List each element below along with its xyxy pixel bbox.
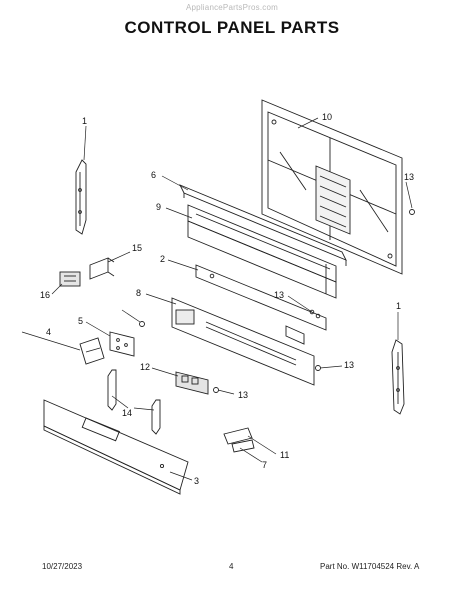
part-14-mounting-clip-1 [107,369,117,411]
part-13-screw-top [409,209,415,215]
part-1-side-bracket-left [75,159,87,235]
callout-13-mid: 13 [274,290,284,300]
part-1-side-bracket-right [391,339,405,415]
callout-13-top: 13 [404,172,414,182]
part-15-small-bracket [89,257,115,280]
part-11-clip [223,427,253,445]
footer-part-info: Part No. W11704524 Rev. A [320,562,420,571]
callout-15: 15 [132,243,142,253]
callout-11: 11 [280,450,289,460]
callout-10: 10 [322,112,332,122]
callout-1-left: 1 [82,116,87,126]
part-13-screw-board [213,387,219,393]
part-14-mounting-clip-2 [151,399,161,435]
callout-4: 4 [46,327,51,337]
part-3-front-panel [43,399,189,495]
part-10-console-frame [261,99,403,275]
callout-1-right: 1 [396,301,401,311]
callout-2: 2 [160,254,165,264]
callout-13-right: 13 [344,360,354,370]
callout-9: 9 [156,202,161,212]
callout-5: 5 [78,316,83,326]
part-9-panel-housing [187,204,337,299]
callout-7: 7 [262,460,267,470]
part-13-screw-left [139,321,145,327]
part-2-display-insert [195,264,327,331]
part-6-trim-strip [179,184,347,266]
watermark-text: AppliancePartsPros.com [186,3,278,12]
callout-14: 14 [122,408,132,418]
part-13-screws-mid [309,309,321,319]
footer-date: 10/27/2023 [42,562,83,571]
part-7-clip [231,439,255,453]
callout-3: 3 [194,476,199,486]
part-12-control-board [175,371,209,395]
callout-12: 12 [140,362,150,372]
callout-6: 6 [151,170,156,180]
page-title: CONTROL PANEL PARTS [124,18,340,37]
part-5-module-plate [109,331,135,357]
part-16-connector [59,271,81,287]
callout-8: 8 [136,288,141,298]
part-4-module-box [79,337,105,365]
footer-page-number: 4 [229,562,234,571]
part-8-board-bracket [171,297,315,386]
callout-labels: 1 10 6 9 13 2 15 8 16 13 5 4 1 12 13 13 … [40,112,414,486]
part-13-screw-right [315,365,321,371]
callout-16: 16 [40,290,50,300]
callout-13-board: 13 [238,390,248,400]
callout-leader-lines [21,117,413,481]
